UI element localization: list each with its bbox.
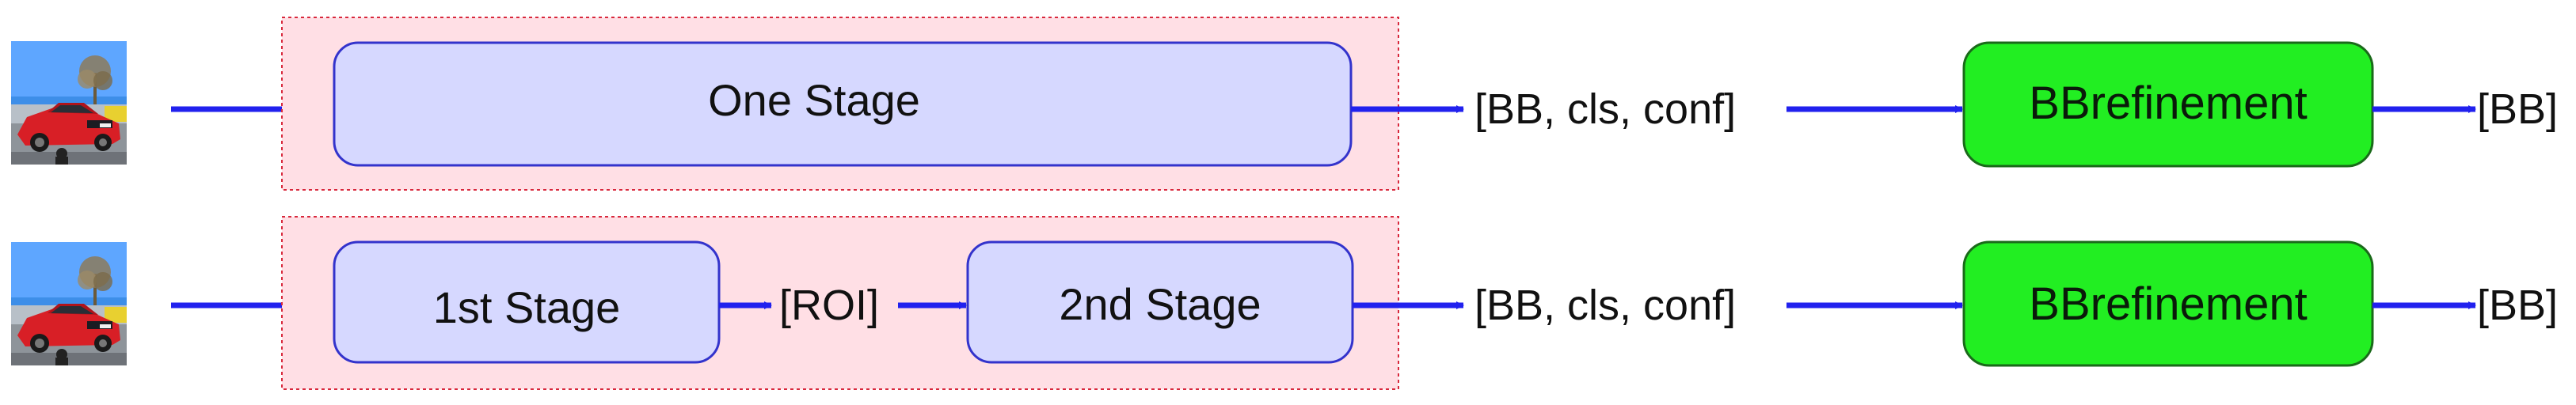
- one-stage-row: One Stage [BB, cls, conf] BBrefinement […: [11, 17, 2558, 191]
- input-image-car-1: [11, 41, 127, 165]
- input-image-car-2: [11, 242, 127, 365]
- bbrefinement-label-row2: BBrefinement: [2029, 278, 2307, 330]
- final-label-row2: [BB]: [2477, 282, 2558, 329]
- second-stage-box: [966, 240, 1354, 364]
- roi-label: [ROI]: [779, 282, 879, 329]
- two-stage-row: 1st Stage [ROI] 2nd Stage [BB, cls, conf…: [11, 216, 2558, 390]
- bbrefinement-label-row1: BBrefinement: [2029, 78, 2307, 129]
- output-label-row1: [BB, cls, conf]: [1474, 85, 1736, 133]
- output-label-row2: [BB, cls, conf]: [1474, 282, 1736, 329]
- bbrefinement-box-row1: [1962, 41, 2374, 168]
- first-stage-label: 1st Stage: [433, 282, 621, 332]
- one-stage-label: One Stage: [708, 75, 920, 125]
- final-label-row1: [BB]: [2477, 85, 2558, 133]
- one-stage-box: [333, 41, 1353, 167]
- second-stage-label: 2nd Stage: [1059, 279, 1261, 329]
- first-stage-box: [333, 240, 721, 364]
